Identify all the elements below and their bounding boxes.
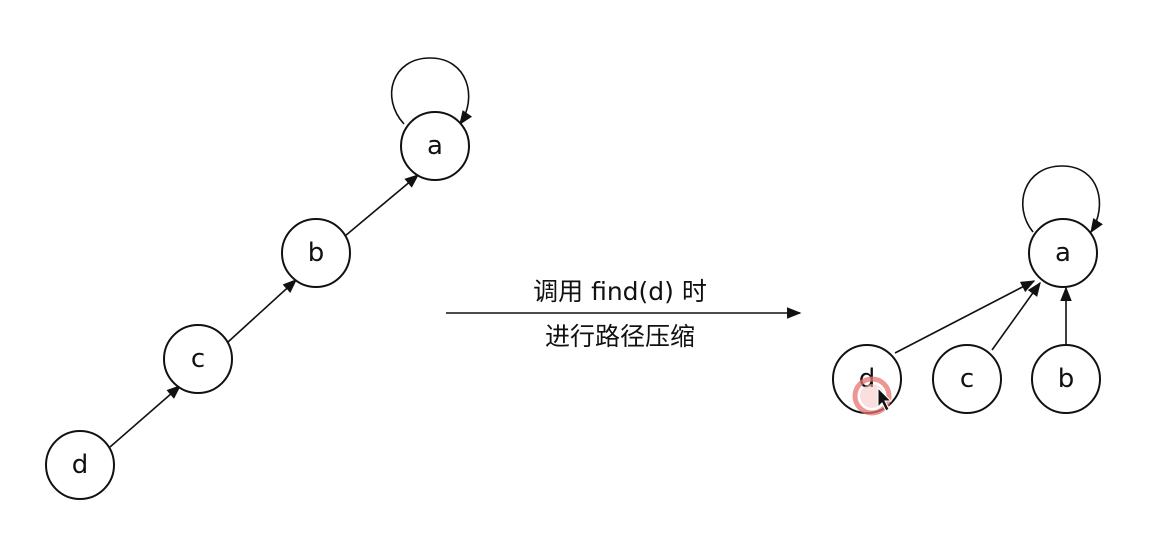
after-edge-d-a — [894, 280, 1036, 354]
before-self-loop-a — [390, 57, 473, 126]
after-node-a[interactable]: a — [1028, 218, 1098, 288]
after-node-b[interactable]: b — [1031, 344, 1101, 414]
before-tree: a b c d — [45, 57, 473, 500]
after-self-loop-a — [1022, 165, 1103, 234]
mouse-cursor-icon — [852, 376, 893, 416]
before-edge-d-c — [109, 385, 182, 448]
transition: 调用 find(d) 时 进行路径压缩 — [446, 277, 802, 351]
before-node-b[interactable]: b — [281, 218, 351, 288]
transition-line1: 调用 find(d) 时 — [533, 277, 707, 306]
before-edge-b-a — [344, 174, 420, 237]
after-node-label: c — [960, 364, 974, 394]
before-node-label: c — [191, 344, 205, 374]
before-node-label: d — [72, 450, 89, 480]
after-node-label: a — [1055, 238, 1071, 268]
after-tree: a d c b — [832, 165, 1103, 414]
before-node-label: a — [427, 131, 443, 161]
after-node-c[interactable]: c — [932, 344, 1002, 414]
before-edge-c-b — [227, 279, 298, 343]
before-node-label: b — [308, 238, 325, 268]
before-node-d[interactable]: d — [45, 430, 115, 500]
before-node-c[interactable]: c — [163, 324, 233, 394]
after-edge-c-a — [991, 281, 1041, 351]
after-node-label: b — [1058, 364, 1075, 394]
transition-line2: 进行路径压缩 — [545, 322, 695, 351]
before-node-a[interactable]: a — [400, 111, 470, 181]
